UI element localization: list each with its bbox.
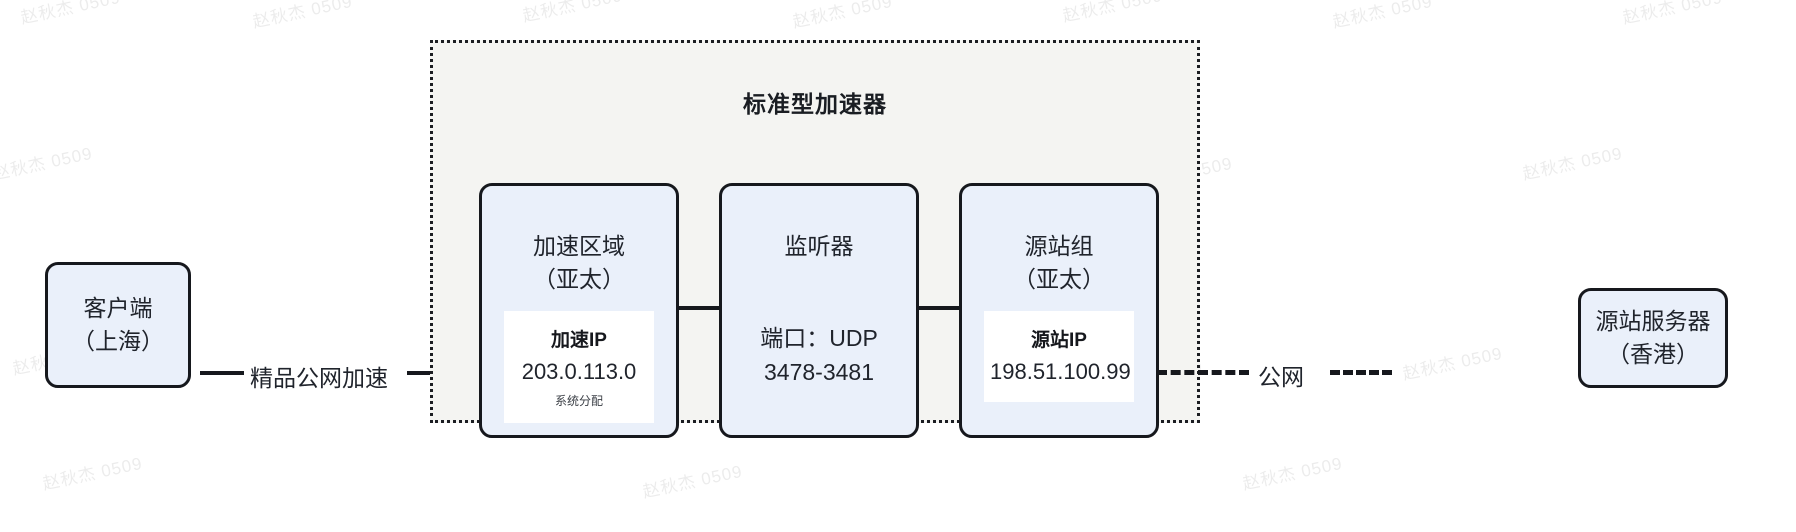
connector-origin-group-to-internet	[1157, 370, 1249, 375]
origin-server-label-line2: （香港）	[1607, 341, 1699, 367]
watermark: 赵秋杰 0509	[521, 0, 625, 26]
origin-server-label-line1: 源站服务器	[1595, 308, 1711, 335]
card-origin-group-title: 源站组 （亚太）	[1013, 233, 1105, 292]
card-listener[interactable]: 监听器 端口：UDP 3478-3481	[719, 183, 919, 438]
client-label-line1: 客户端	[83, 295, 153, 322]
watermark: 赵秋杰 0509	[1621, 0, 1725, 28]
watermark: 赵秋杰 0509	[0, 143, 95, 184]
origin-ip-value: 198.51.100.99	[990, 358, 1131, 384]
acceleration-ip-value: 203.0.113.0	[521, 358, 637, 384]
card-acceleration-region[interactable]: 加速区域 （亚太） 加速IP 203.0.113.0 系统分配	[479, 183, 679, 438]
card-listener-title: 监听器	[784, 233, 854, 259]
watermark: 赵秋杰 0509	[251, 0, 355, 32]
connector-region-to-listener	[679, 306, 719, 310]
watermark: 赵秋杰 0509	[1241, 453, 1345, 494]
connector-client-to-label	[200, 371, 244, 375]
connector-internet-to-origin-server	[1330, 370, 1392, 375]
watermark: 赵秋杰 0509	[1401, 343, 1505, 384]
watermark: 赵秋杰 0509	[1061, 0, 1165, 26]
watermark: 赵秋杰 0509	[41, 453, 145, 494]
accelerator-container: 标准型加速器 加速区域 （亚太） 加速IP 203.0.113.0 系统分配 监…	[430, 40, 1200, 438]
watermark: 赵秋杰 0509	[19, 0, 123, 28]
connector-listener-to-origin-group	[919, 306, 959, 310]
acceleration-ip-panel: 加速IP 203.0.113.0 系统分配	[504, 311, 654, 423]
watermark: 赵秋杰 0509	[1331, 0, 1435, 32]
acceleration-ip-label: 加速IP	[551, 330, 607, 352]
watermark: 赵秋杰 0509	[641, 461, 745, 502]
connector-label-premium-network: 精品公网加速	[250, 365, 388, 391]
watermark: 赵秋杰 0509	[791, 0, 895, 32]
origin-ip-panel: 源站IP 198.51.100.99	[984, 311, 1134, 402]
card-origin-group[interactable]: 源站组 （亚太） 源站IP 198.51.100.99	[959, 183, 1159, 438]
watermark: 赵秋杰 0509	[1521, 143, 1625, 184]
card-acceleration-region-title: 加速区域 （亚太）	[533, 233, 625, 292]
origin-ip-label: 源站IP	[1031, 330, 1087, 352]
origin-server-node[interactable]: 源站服务器 （香港）	[1578, 288, 1728, 388]
connector-label-public-network: 公网	[1258, 364, 1304, 390]
client-node[interactable]: 客户端 （上海）	[45, 262, 191, 388]
card-listener-body: 端口：UDP 3478-3481	[760, 325, 878, 385]
accelerator-title: 标准型加速器	[743, 91, 887, 117]
acceleration-ip-note: 系统分配	[554, 393, 603, 408]
client-label-line2: （上海）	[72, 328, 164, 354]
